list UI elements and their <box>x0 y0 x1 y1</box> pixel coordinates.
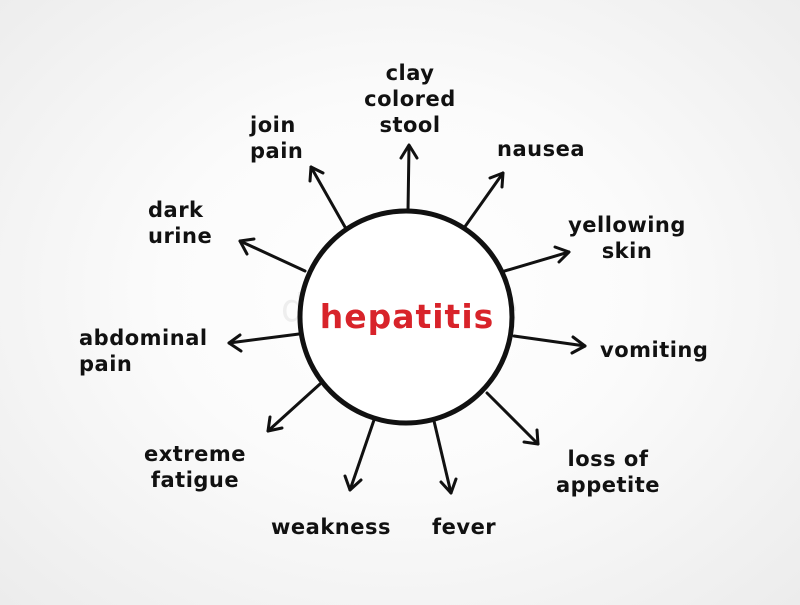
label-line: clay <box>385 61 435 85</box>
arrow-clay-colored-stool <box>399 143 419 213</box>
label-line: colored <box>364 87 456 111</box>
label-extreme-fatigue: extreme fatigue <box>130 441 260 493</box>
label-line: fever <box>432 515 497 539</box>
label-line: vomiting <box>600 338 709 362</box>
label-line: yellowing <box>568 213 686 237</box>
arrow-weakness <box>343 418 376 492</box>
label-vomiting: vomiting <box>600 337 708 363</box>
label-line: pain <box>250 139 304 163</box>
arrow-loss-of-appetite <box>485 391 540 446</box>
label-line: weakness <box>271 515 391 539</box>
label-line: nausea <box>497 137 585 161</box>
arrow-yellowing-skin <box>496 245 571 275</box>
label-nausea: nausea <box>497 136 585 162</box>
label-line: appetite <box>556 473 660 497</box>
label-line: dark <box>148 198 204 222</box>
label-clay-colored-stool: clay colored stool <box>356 60 464 138</box>
center-title: hepatitis <box>319 297 495 336</box>
arrow-vomiting <box>512 334 587 355</box>
label-line: stool <box>379 113 441 137</box>
label-line: loss of <box>567 447 649 471</box>
arrow-fever <box>432 419 458 495</box>
label-line: pain <box>79 352 133 376</box>
arrow-dark-urine <box>238 237 307 273</box>
label-line: skin <box>601 239 653 263</box>
arrow-join-pain <box>308 165 347 229</box>
label-loss-of-appetite: loss of appetite <box>552 446 664 498</box>
label-dark-urine: dark urine <box>148 197 212 249</box>
label-line: extreme <box>143 442 247 466</box>
label-line: urine <box>148 224 213 248</box>
arrow-extreme-fatigue <box>266 382 322 433</box>
label-abdominal-pain: abdominal pain <box>79 325 208 377</box>
label-line: fatigue <box>150 468 240 492</box>
label-weakness: weakness <box>271 514 391 540</box>
label-yellowing-skin: yellowing skin <box>563 212 691 264</box>
label-fever: fever <box>432 514 496 540</box>
arrow-abdominal-pain <box>227 332 301 353</box>
center-circle <box>297 208 515 426</box>
label-join-pain: join pain <box>250 112 303 164</box>
label-line: join <box>250 113 296 137</box>
arrow-nausea <box>462 171 505 230</box>
label-line: abdominal <box>79 326 208 350</box>
